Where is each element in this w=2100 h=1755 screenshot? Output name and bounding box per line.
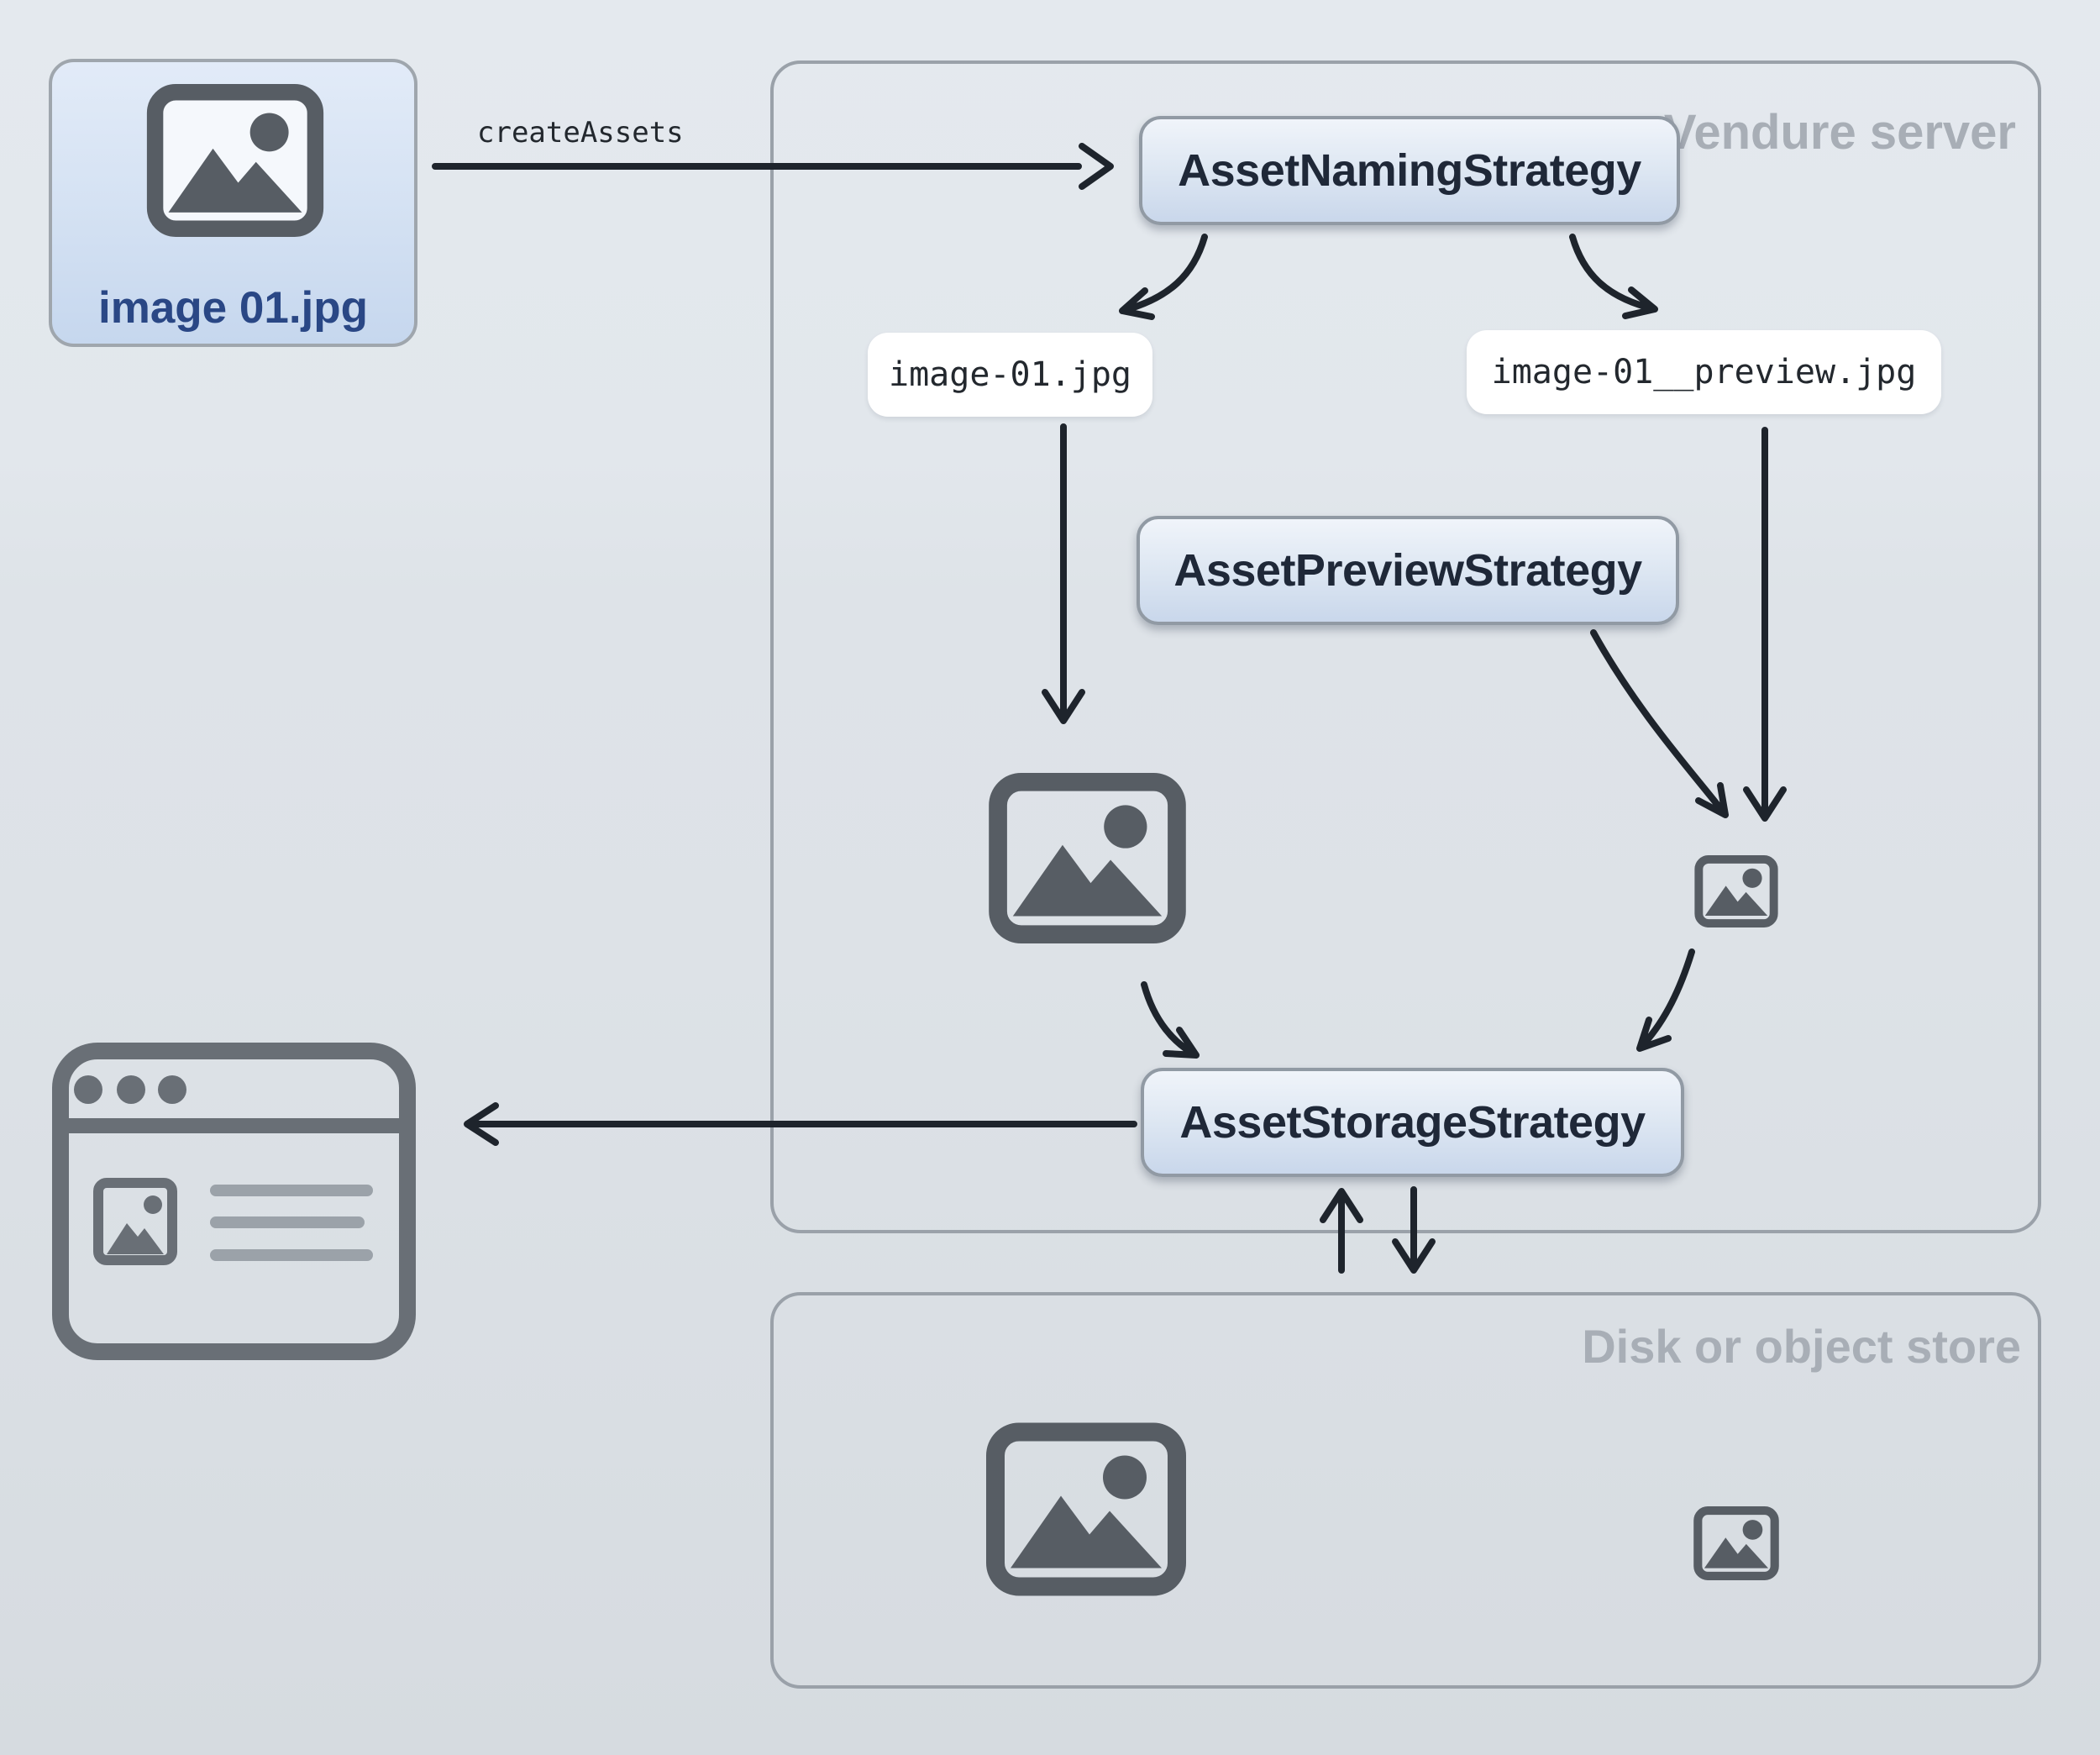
uploaded-file-name: image 01.jpg	[97, 283, 369, 333]
vendure-server-title: Vendure server	[1663, 105, 2016, 160]
photo-icon-small	[1694, 855, 1778, 927]
sun-shape	[1103, 1455, 1147, 1500]
asset-preview-strategy-label: AssetPreviewStrategy	[1173, 545, 1642, 596]
create-assets-label: createAssets	[477, 116, 684, 150]
sun-shape	[1742, 1520, 1763, 1540]
sun-shape	[249, 113, 289, 152]
asset-storage-strategy-label: AssetStorageStrategy	[1179, 1097, 1646, 1148]
photo-frame	[1694, 855, 1778, 927]
disk-store-container: Disk or object store	[770, 1292, 2041, 1689]
asset-storage-strategy-box: AssetStorageStrategy	[1141, 1068, 1684, 1177]
text-line	[210, 1249, 373, 1261]
browser-dot	[74, 1075, 102, 1104]
browser-dot	[158, 1075, 186, 1104]
sun-shape	[1104, 805, 1147, 849]
photo-frame	[1693, 1506, 1779, 1580]
asset-preview-strategy-box: AssetPreviewStrategy	[1137, 516, 1679, 625]
disk-store-title: Disk or object store	[1582, 1320, 2021, 1373]
photo-icon-small	[1693, 1506, 1779, 1580]
sun-shape	[144, 1195, 162, 1214]
mountain-shape	[1704, 1537, 1769, 1568]
browser-frame	[52, 1043, 416, 1360]
mountain-shape	[1011, 1495, 1162, 1568]
preview-filename-text: image-01__preview.jpg	[1491, 353, 1917, 391]
mountain-shape	[107, 1223, 164, 1254]
photo-frame	[989, 772, 1186, 944]
preview-filename-chip: image-01__preview.jpg	[1467, 330, 1941, 414]
vendure-server-container: Vendure server AssetNamingStrategy image…	[770, 60, 2041, 1233]
mountain-shape	[168, 148, 302, 213]
asset-naming-strategy-label: AssetNamingStrategy	[1178, 145, 1641, 196]
mountain-shape	[1012, 844, 1163, 917]
source-filename-text: image-01.jpg	[889, 355, 1131, 394]
photo-frame	[986, 1422, 1186, 1596]
source-filename-chip: image-01.jpg	[868, 333, 1152, 417]
uploaded-file-card: image 01.jpg	[49, 59, 417, 347]
asset-naming-strategy-box: AssetNamingStrategy	[1139, 116, 1680, 225]
photo-icon	[986, 1422, 1186, 1596]
browser-image-thumb	[93, 1178, 177, 1265]
browser-icon	[52, 1043, 416, 1360]
text-line	[210, 1185, 373, 1196]
text-line	[210, 1216, 365, 1228]
sun-shape	[1742, 868, 1762, 888]
mountain-shape	[1704, 885, 1768, 916]
photo-icon	[146, 84, 324, 237]
photo-icon	[989, 772, 1186, 944]
browser-dot	[117, 1075, 145, 1104]
